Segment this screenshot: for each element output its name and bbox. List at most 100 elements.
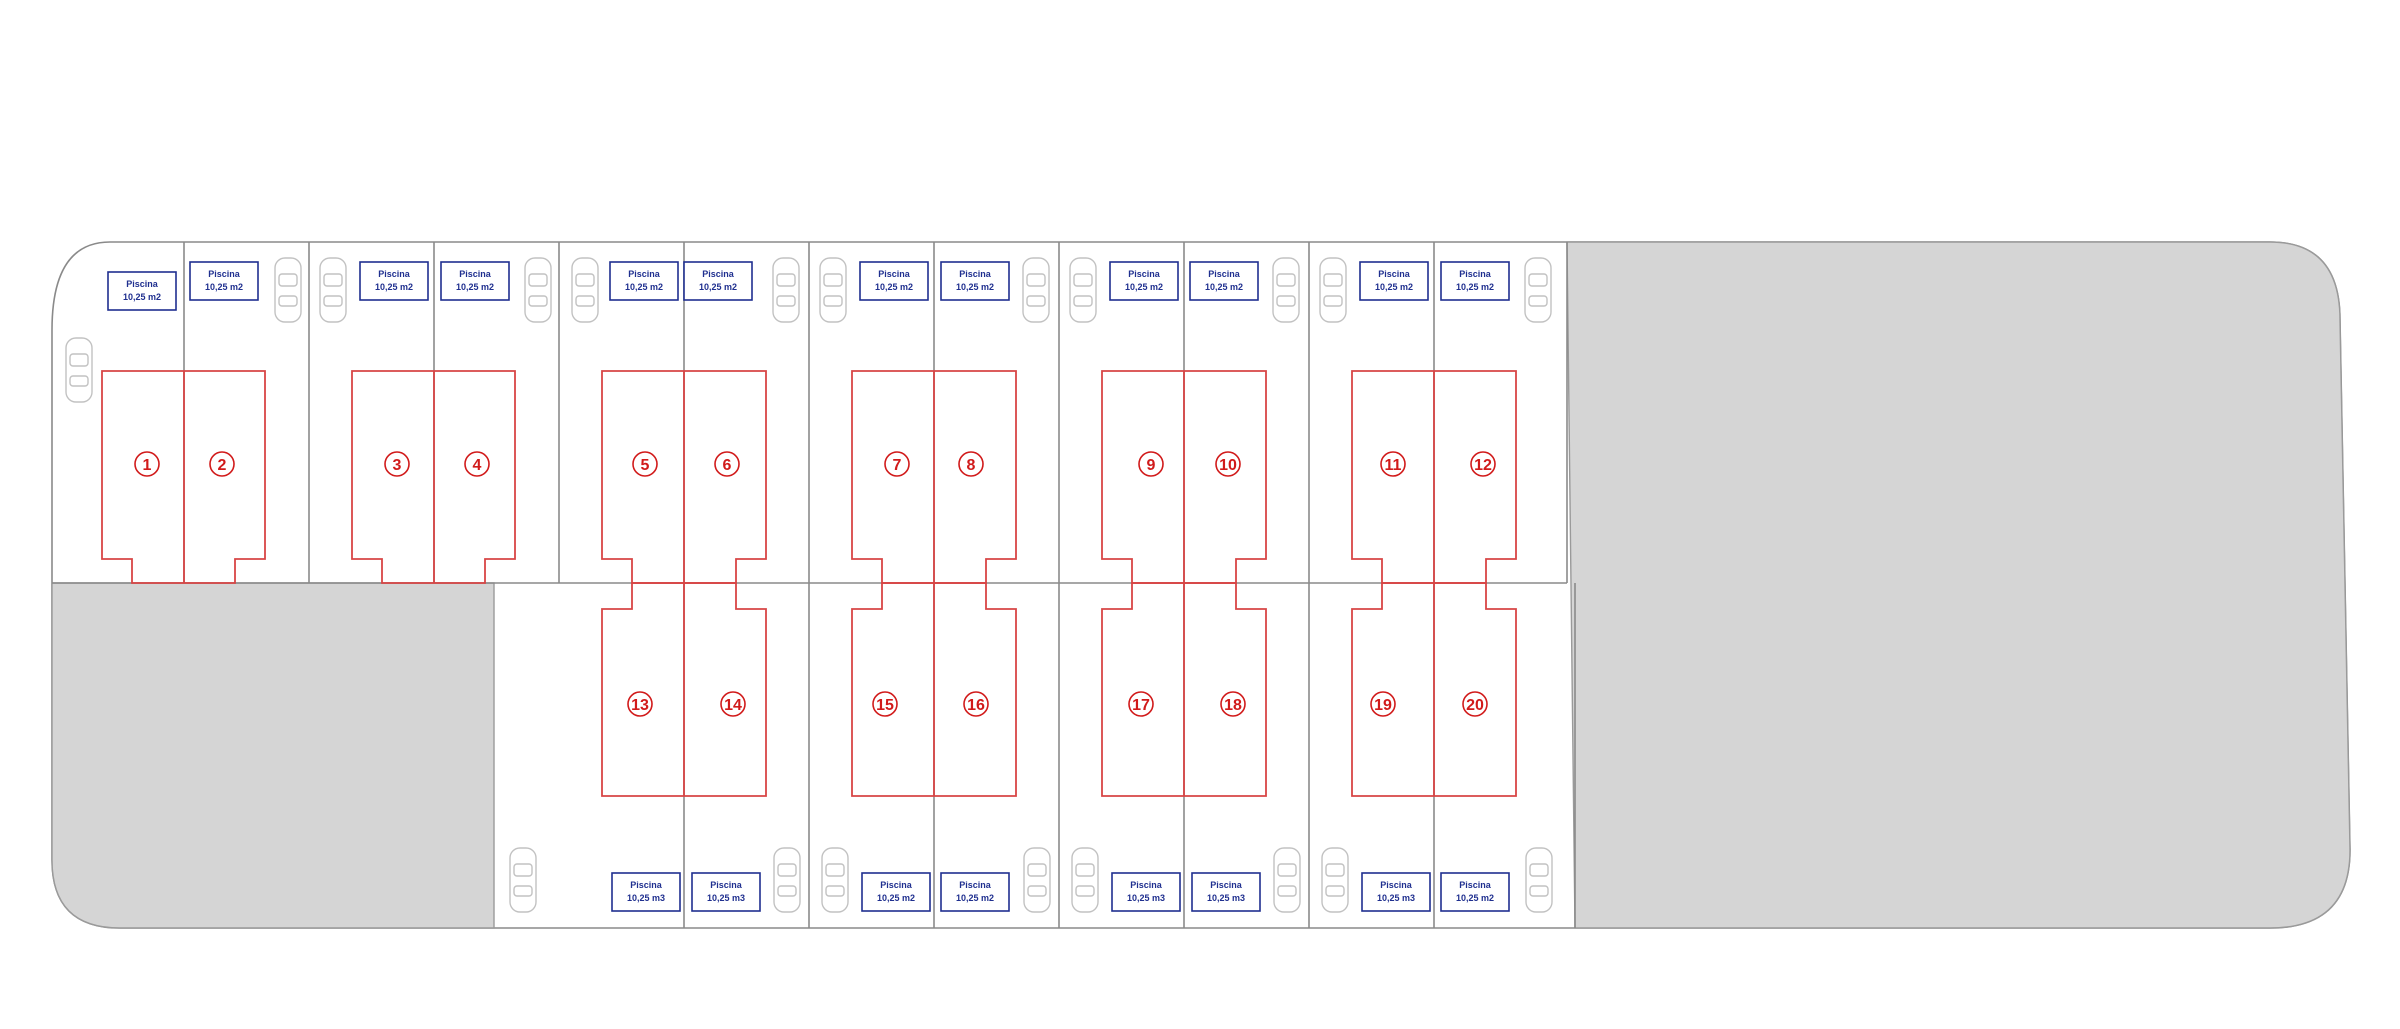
lot-number-7: 7 bbox=[884, 451, 910, 477]
lot-number-1: 1 bbox=[134, 451, 160, 477]
lot-number-circle bbox=[720, 691, 746, 717]
lot-number-15: 15 bbox=[872, 691, 898, 717]
pool-label: Piscina bbox=[1210, 880, 1243, 890]
pool-box bbox=[1189, 261, 1259, 301]
pool-12: Piscina 10,25 m2 bbox=[1440, 261, 1510, 301]
car-outline bbox=[819, 257, 847, 323]
pool-label: Piscina bbox=[880, 880, 913, 890]
pool-box bbox=[861, 872, 931, 912]
car-outline bbox=[524, 257, 552, 323]
lot-number-text: 14 bbox=[724, 697, 742, 714]
lot-number-text: 7 bbox=[893, 457, 902, 474]
pool-area: 10,25 m3 bbox=[1207, 893, 1245, 903]
lot-number-20: 20 bbox=[1462, 691, 1488, 717]
pool-label: Piscina bbox=[630, 880, 663, 890]
lot-number-text: 20 bbox=[1466, 697, 1484, 714]
house-footprint-top bbox=[601, 370, 767, 584]
car-outline bbox=[571, 257, 599, 323]
pool-box bbox=[1361, 872, 1431, 912]
pool-area: 10,25 m3 bbox=[1377, 893, 1415, 903]
lot-number-19: 19 bbox=[1370, 691, 1396, 717]
house-footprint-top bbox=[351, 370, 516, 584]
car-outline bbox=[274, 257, 302, 323]
lot-number-circle bbox=[384, 451, 410, 477]
pool-box bbox=[609, 261, 679, 301]
car-outline bbox=[1524, 257, 1552, 323]
common-area-right bbox=[1566, 241, 2351, 929]
car-outline bbox=[1022, 257, 1050, 323]
pool-area: 10,25 m3 bbox=[707, 893, 745, 903]
lot-number-10: 10 bbox=[1215, 451, 1241, 477]
car-outline bbox=[509, 847, 537, 913]
lot-number-text: 16 bbox=[967, 697, 985, 714]
lot-number-text: 9 bbox=[1147, 457, 1156, 474]
lot-number-circle bbox=[958, 451, 984, 477]
pool-box bbox=[1109, 261, 1179, 301]
pool-area: 10,25 m2 bbox=[1456, 282, 1494, 292]
pools: Piscina 10,25 m2 Piscina 10,25 m2 Piscina 10,… bbox=[107, 261, 1510, 912]
house-footprint-top bbox=[1351, 370, 1517, 584]
pool-label: Piscina bbox=[1459, 269, 1492, 279]
pool-box bbox=[940, 872, 1010, 912]
lot-number-circle bbox=[209, 451, 235, 477]
pool-label: Piscina bbox=[959, 269, 992, 279]
lot-number-circle bbox=[714, 451, 740, 477]
lot-number-text: 4 bbox=[473, 457, 482, 474]
pool-box bbox=[189, 261, 259, 301]
pool-box bbox=[683, 261, 753, 301]
pool-area: 10,25 m2 bbox=[625, 282, 663, 292]
lot-number-text: 19 bbox=[1374, 697, 1392, 714]
pool-label: Piscina bbox=[1378, 269, 1411, 279]
lot-number-11: 11 bbox=[1380, 451, 1406, 477]
car-outline bbox=[821, 847, 849, 913]
house-footprint-bottom bbox=[1101, 582, 1267, 797]
pool-box bbox=[1111, 872, 1181, 912]
car-outline bbox=[1023, 847, 1051, 913]
car-outline bbox=[319, 257, 347, 323]
pool-box bbox=[107, 271, 177, 311]
pool-box bbox=[440, 261, 510, 301]
pool-box bbox=[611, 872, 681, 912]
lot-number-text: 17 bbox=[1132, 697, 1150, 714]
pool-label: Piscina bbox=[959, 880, 992, 890]
pool-18: Piscina 10,25 m3 bbox=[1191, 872, 1261, 912]
house-footprint-bottom bbox=[851, 582, 1017, 797]
car-outline bbox=[1069, 257, 1097, 323]
lot-number-text: 10 bbox=[1219, 457, 1237, 474]
lot-number-16: 16 bbox=[963, 691, 989, 717]
lot-number-circle bbox=[1215, 451, 1241, 477]
pool-box bbox=[1191, 872, 1261, 912]
lot-number-circle bbox=[1128, 691, 1154, 717]
car-outline bbox=[773, 847, 801, 913]
pool-area: 10,25 m2 bbox=[123, 292, 161, 302]
car-outline bbox=[65, 337, 93, 403]
house-footprint-bottom bbox=[1351, 582, 1517, 797]
lot-number-text: 6 bbox=[723, 457, 732, 474]
pool-label: Piscina bbox=[1459, 880, 1492, 890]
pool-label: Piscina bbox=[628, 269, 661, 279]
pool-label: Piscina bbox=[878, 269, 911, 279]
lot-number-2: 2 bbox=[209, 451, 235, 477]
lot-number-circle bbox=[1220, 691, 1246, 717]
lot-number-13: 13 bbox=[627, 691, 653, 717]
pool-box bbox=[1359, 261, 1429, 301]
pool-area: 10,25 m2 bbox=[375, 282, 413, 292]
car-outline bbox=[1321, 847, 1349, 913]
lot-number-text: 2 bbox=[218, 457, 227, 474]
lot-number-17: 17 bbox=[1128, 691, 1154, 717]
pool-box bbox=[691, 872, 761, 912]
lot-number-text: 15 bbox=[876, 697, 894, 714]
house-footprint-top bbox=[101, 370, 266, 584]
pool-box bbox=[1440, 261, 1510, 301]
lot-number-6: 6 bbox=[714, 451, 740, 477]
common-area-left bbox=[51, 582, 495, 929]
lot-number-circle bbox=[134, 451, 160, 477]
